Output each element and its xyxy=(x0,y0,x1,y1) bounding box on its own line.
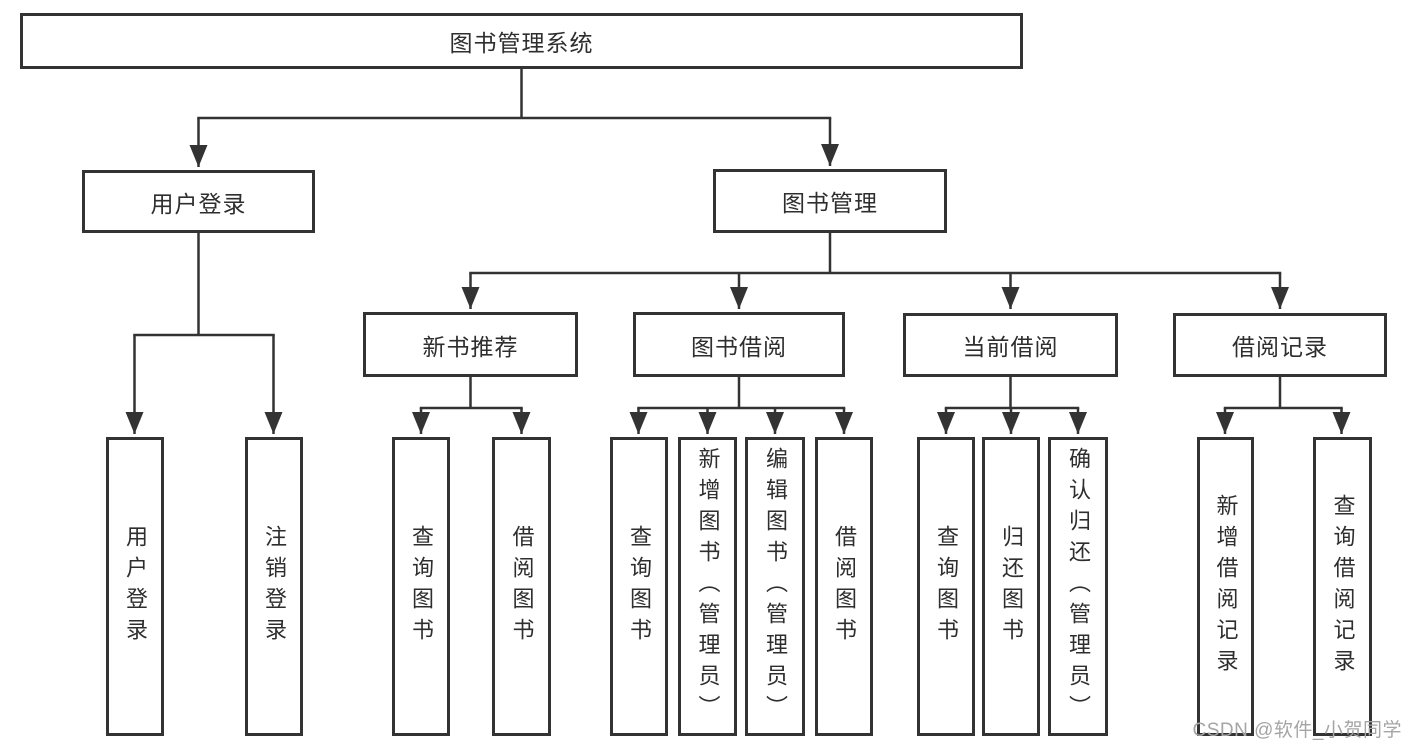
leaf-br-add-borrow-record: 新增借阅记录 xyxy=(1197,437,1254,736)
leaf-bb-borrow-books: 借阅图书 xyxy=(815,437,873,736)
leaf-bb-add-books-admin: 新增图书（管理员） xyxy=(678,437,737,736)
node-label: 新增图书（管理员） xyxy=(695,447,721,726)
leaf-cb-query-books: 查询图书 xyxy=(917,437,975,736)
leaf-bb-edit-books-admin: 编辑图书（管理员） xyxy=(745,437,805,736)
node-label: 新增借阅记录 xyxy=(1213,493,1239,680)
node-book-management: 图书管理 xyxy=(713,169,947,233)
node-label: 图书借阅 xyxy=(691,333,787,360)
node-new-book-recommend: 新书推荐 xyxy=(363,312,578,377)
node-label: 查询图书 xyxy=(934,524,959,649)
node-label: 确认归还（管理员） xyxy=(1066,447,1091,726)
node-current-borrowing: 当前借阅 xyxy=(903,313,1118,377)
node-label: 查询图书 xyxy=(627,524,652,649)
node-label: 借阅记录 xyxy=(1232,334,1328,360)
node-label: 查询图书 xyxy=(409,524,434,649)
leaf-cb-confirm-return-admin: 确认归还（管理员） xyxy=(1048,437,1108,736)
node-label: 图书管理 xyxy=(782,190,878,216)
node-label: 注销登录 xyxy=(262,524,287,649)
leaf-nbr-borrow-books: 借阅图书 xyxy=(492,437,551,736)
node-label: 借阅图书 xyxy=(832,524,857,649)
leaf-br-query-borrow-record: 查询借阅记录 xyxy=(1313,437,1372,736)
node-label: 查询借阅记录 xyxy=(1330,493,1356,680)
node-label: 归还图书 xyxy=(999,524,1024,649)
node-label: 用户登录 xyxy=(150,190,247,217)
node-label: 编辑图书（管理员） xyxy=(763,447,788,726)
node-label: 新书推荐 xyxy=(422,333,519,360)
node-label: 图书管理系统 xyxy=(449,30,594,56)
node-label: 用户登录 xyxy=(123,524,148,649)
leaf-cb-return-books: 归还图书 xyxy=(982,437,1040,736)
leaf-user-login: 用户登录 xyxy=(106,437,164,736)
node-borrowing-records: 借阅记录 xyxy=(1173,313,1387,377)
leaf-logout-login: 注销登录 xyxy=(245,437,303,736)
leaf-bb-query-books: 查询图书 xyxy=(610,437,668,736)
node-user-login: 用户登录 xyxy=(82,170,315,233)
node-book-borrowing: 图书借阅 xyxy=(633,312,845,377)
watermark: CSDN @软件_小贺同学 xyxy=(1192,720,1402,741)
node-label: 借阅图书 xyxy=(509,524,535,649)
leaf-nbr-query-books: 查询图书 xyxy=(392,437,450,736)
node-library-management-system: 图书管理系统 xyxy=(20,13,1023,69)
node-label: 当前借阅 xyxy=(962,334,1059,360)
